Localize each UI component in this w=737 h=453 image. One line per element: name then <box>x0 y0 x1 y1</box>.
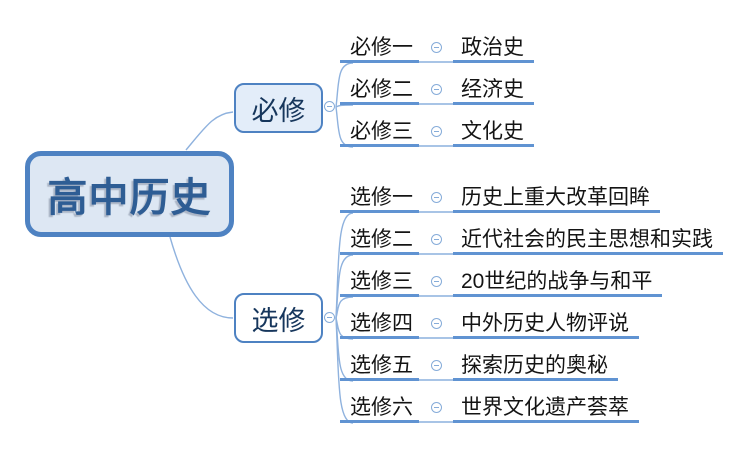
collapse-minus-icon[interactable] <box>430 275 442 287</box>
chapter-node[interactable]: 选修四 <box>340 309 419 339</box>
root-node[interactable]: 高中历史 <box>25 151 234 237</box>
topic-node[interactable]: 中外历史人物评说 <box>453 309 639 339</box>
topic-node[interactable]: 近代社会的民主思想和实践 <box>453 225 723 255</box>
topic-node[interactable]: 世界文化遗产荟萃 <box>453 393 639 423</box>
minus-dash <box>433 364 439 366</box>
node-connector <box>419 33 453 63</box>
minus-dash <box>433 238 439 240</box>
chapter-node[interactable]: 选修三 <box>340 267 419 297</box>
collapse-minus-icon[interactable] <box>430 233 442 245</box>
collapse-minus-icon[interactable] <box>430 41 442 53</box>
minus-dash <box>433 406 439 408</box>
mindmap-row: 选修六 世界文化遗产荟萃 <box>340 393 639 423</box>
minus-dash <box>433 46 439 48</box>
mindmap-row: 必修二 经济史 <box>340 75 534 105</box>
mindmap-row: 必修三 文化史 <box>340 117 534 147</box>
chapter-node[interactable]: 选修二 <box>340 225 419 255</box>
mindmap-row: 必修一 政治史 <box>340 33 534 63</box>
topic-node[interactable]: 20世纪的战争与和平 <box>453 267 663 297</box>
collapse-minus-icon[interactable] <box>324 312 335 323</box>
topic-node[interactable]: 政治史 <box>453 33 534 63</box>
minus-dash <box>433 88 439 90</box>
topic-node[interactable]: 文化史 <box>453 117 534 147</box>
chapter-node[interactable]: 选修五 <box>340 351 419 381</box>
node-connector <box>419 75 453 105</box>
collapse-minus-icon[interactable] <box>430 317 442 329</box>
minus-dash <box>327 317 332 318</box>
mindmap-row: 选修一 历史上重大改革回眸 <box>340 183 660 213</box>
collapse-minus-icon[interactable] <box>430 359 442 371</box>
chapter-node[interactable]: 必修一 <box>340 33 419 63</box>
topic-node[interactable]: 探索历史的奥秘 <box>453 351 618 381</box>
branch-node-compulsory[interactable]: 必修 <box>234 83 323 133</box>
topic-node[interactable]: 经济史 <box>453 75 534 105</box>
branch-node-elective[interactable]: 选修 <box>234 293 323 343</box>
node-connector <box>419 225 453 255</box>
minus-dash <box>327 106 332 107</box>
node-connector <box>419 351 453 381</box>
node-connector <box>419 309 453 339</box>
collapse-minus-icon[interactable] <box>324 101 335 112</box>
collapse-minus-icon[interactable] <box>430 83 442 95</box>
chapter-node[interactable]: 选修一 <box>340 183 419 213</box>
chapter-node[interactable]: 选修六 <box>340 393 419 423</box>
node-connector <box>419 393 453 423</box>
mindmap-row: 选修五 探索历史的奥秘 <box>340 351 618 381</box>
topic-node[interactable]: 历史上重大改革回眸 <box>453 183 660 213</box>
mindmap-row: 选修四 中外历史人物评说 <box>340 309 639 339</box>
minus-dash <box>433 196 439 198</box>
mindmap-row: 选修三 20世纪的战争与和平 <box>340 267 663 297</box>
node-connector <box>419 183 453 213</box>
node-connector <box>419 117 453 147</box>
node-connector <box>419 267 453 297</box>
collapse-minus-icon[interactable] <box>430 401 442 413</box>
minus-dash <box>433 130 439 132</box>
collapse-minus-icon[interactable] <box>430 125 442 137</box>
mindmap-row: 选修二 近代社会的民主思想和实践 <box>340 225 723 255</box>
root-node-label: 高中历史 <box>47 176 212 220</box>
chapter-node[interactable]: 必修三 <box>340 117 419 147</box>
chapter-node[interactable]: 必修二 <box>340 75 419 105</box>
minus-dash <box>433 322 439 324</box>
minus-dash <box>433 280 439 282</box>
collapse-minus-icon[interactable] <box>430 191 442 203</box>
